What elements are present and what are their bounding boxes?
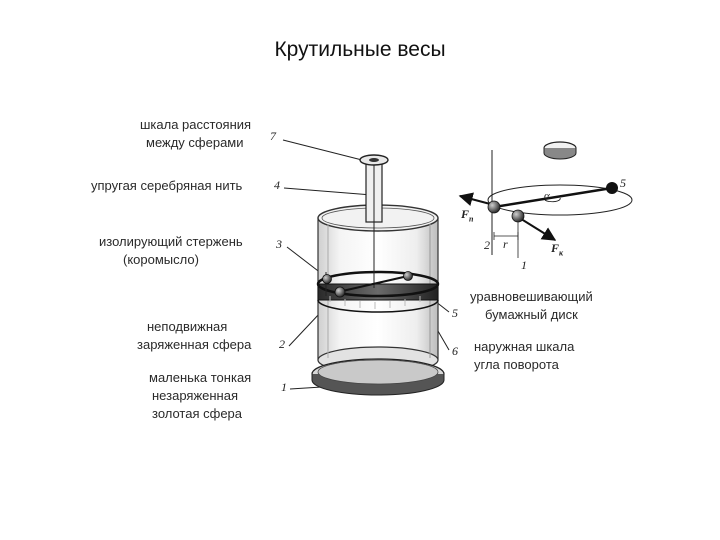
label-disk-line1: уравновешивающий — [470, 289, 593, 304]
leader-line-1 — [289, 386, 323, 390]
vector-number-1: 1 — [521, 258, 527, 272]
label-rod-line1: изолирующий стержень — [99, 234, 243, 249]
part-number-3: 3 — [276, 237, 282, 251]
vector-r-label: r — [503, 237, 508, 251]
label-gold-sphere-line3: золотая сфера — [152, 406, 243, 421]
part-number-2: 2 — [279, 337, 285, 351]
vector-sphere-5 — [606, 182, 618, 194]
base-plate — [311, 358, 445, 396]
torsion-tube — [359, 154, 389, 288]
rotation-circle — [487, 184, 633, 216]
label-fixed-sphere-line2: заряженная сфера — [137, 337, 252, 352]
label-scale-distance-line2: между сферами — [146, 135, 244, 150]
label-gold-sphere-line2: незаряженная — [152, 388, 238, 403]
balancing-disk — [403, 271, 413, 281]
part-number-4: 4 — [274, 178, 280, 192]
part-number-5: 5 — [452, 306, 458, 320]
label-scale-distance-line1: шкала расстояния — [140, 117, 252, 132]
leader-line-4 — [283, 187, 373, 196]
label-rod-line2: (коромысло) — [123, 252, 199, 267]
fixed-charged-sphere — [322, 274, 332, 284]
label-gold-sphere-line1: маленька тонкая — [149, 370, 252, 385]
part-number-6: 6 — [452, 344, 458, 358]
vector-number-5: 5 — [620, 176, 626, 190]
leader-line-7 — [282, 139, 363, 161]
vector-sphere-2 — [511, 209, 525, 223]
force-arrow-right — [517, 216, 557, 241]
part-number-1: 1 — [281, 380, 287, 394]
label-silver-thread: упругая серебряная нить — [91, 178, 243, 193]
force-vector-diagram — [458, 141, 633, 258]
page-title: Крутильные весы — [274, 38, 446, 61]
vector-force-left: Fп — [461, 207, 474, 224]
force-arrow-left — [458, 192, 495, 206]
label-outer-scale-line1: наружная шкала — [474, 339, 575, 354]
label-outer-scale-line2: угла поворота — [474, 357, 559, 372]
vector-number-2: 2 — [484, 238, 490, 252]
beam-assembly — [322, 271, 413, 298]
outer-angle-scale — [316, 270, 440, 313]
gold-sphere — [334, 286, 346, 298]
vector-alpha-label: α — [544, 190, 550, 202]
part-number-7: 7 — [270, 129, 276, 143]
insulating-rod — [337, 275, 409, 293]
label-fixed-sphere-line1: неподвижная — [147, 319, 228, 334]
label-disk-line2: бумажный диск — [485, 307, 578, 322]
beam-vector — [493, 186, 613, 209]
vector-force-right: Fк — [551, 241, 564, 258]
vector-sphere-1 — [487, 200, 501, 214]
